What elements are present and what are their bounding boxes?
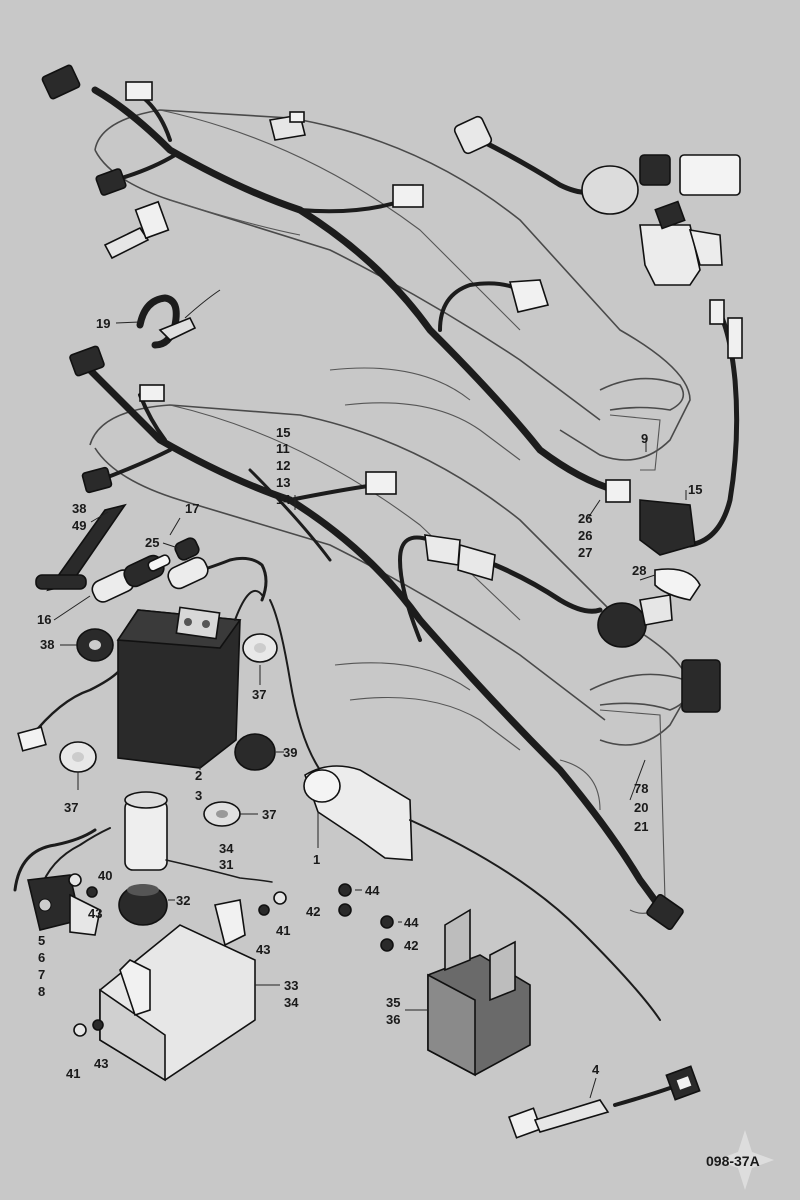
callout-4: 4 bbox=[592, 1062, 600, 1077]
callout-20: 20 bbox=[634, 800, 648, 815]
callout-6: 6 bbox=[38, 950, 45, 965]
callout-25: 25 bbox=[145, 535, 159, 550]
upper-harness-connector-e bbox=[508, 279, 550, 313]
callout-44-b: 44 bbox=[404, 915, 419, 930]
ignition-coil-1 bbox=[269, 599, 661, 1021]
rubber-strap-38-49 bbox=[35, 503, 127, 592]
callout-31: 31 bbox=[219, 857, 233, 872]
battery-2 bbox=[116, 606, 242, 769]
battery-leads bbox=[17, 589, 263, 752]
callout-11: 11 bbox=[276, 441, 290, 456]
lower-harness-connector-d bbox=[365, 471, 397, 495]
callout-37-right: 37 bbox=[262, 807, 276, 822]
callout-41-a: 41 bbox=[276, 923, 290, 938]
callout-labels: 19 9 15 15 11 12 13 14 26 26 27 38 49 17… bbox=[37, 316, 702, 1081]
wire-4 bbox=[507, 1065, 701, 1139]
upper-harness-connector-d bbox=[392, 184, 424, 208]
lower-wiring-harness bbox=[69, 345, 684, 931]
regulator-5-8 bbox=[13, 827, 111, 936]
callout-15-list: 15 bbox=[276, 425, 290, 440]
callout-15: 15 bbox=[688, 482, 702, 497]
callout-34-lower: 34 bbox=[284, 995, 299, 1010]
lower-harness-connector-c bbox=[81, 466, 113, 494]
lower-harness-connector-e bbox=[646, 893, 684, 931]
callout-26-a: 26 bbox=[578, 511, 592, 526]
upper-harness-connector-c bbox=[95, 168, 127, 196]
callout-5: 5 bbox=[38, 933, 45, 948]
ignition-switch-upper bbox=[453, 115, 741, 286]
callout-38-strap: 38 bbox=[72, 501, 86, 516]
lower-harness-connector-f bbox=[424, 534, 461, 566]
callout-13: 13 bbox=[276, 475, 290, 490]
upper-frame-outline bbox=[94, 109, 691, 471]
callout-21: 21 bbox=[634, 819, 648, 834]
grommets bbox=[59, 628, 278, 827]
callout-40: 40 bbox=[98, 868, 112, 883]
callout-17: 17 bbox=[185, 501, 199, 516]
upper-harness-connector-f bbox=[605, 479, 631, 503]
wire-15-assembly bbox=[639, 299, 743, 556]
callout-26-b: 26 bbox=[578, 528, 592, 543]
callout-7: 7 bbox=[38, 967, 45, 982]
callout-42-b: 42 bbox=[404, 938, 418, 953]
callout-1: 1 bbox=[313, 852, 320, 867]
callout-49: 49 bbox=[72, 518, 86, 533]
callout-33: 33 bbox=[284, 978, 298, 993]
ignition-switch-lower bbox=[457, 543, 721, 713]
callout-38-grommet: 38 bbox=[40, 637, 54, 652]
upper-wiring-harness bbox=[41, 64, 631, 503]
callout-27: 27 bbox=[578, 545, 592, 560]
callout-2: 2 bbox=[195, 768, 202, 783]
upper-harness-connector-a bbox=[41, 64, 81, 100]
callout-28: 28 bbox=[632, 563, 646, 578]
callout-3: 3 bbox=[195, 788, 202, 803]
leader-lines bbox=[53, 321, 687, 1099]
callout-12: 12 bbox=[276, 458, 290, 473]
callout-42-a: 42 bbox=[306, 904, 320, 919]
callout-43-b: 43 bbox=[256, 942, 270, 957]
callout-39: 39 bbox=[283, 745, 297, 760]
callout-14: 14 bbox=[276, 492, 291, 507]
callout-32: 32 bbox=[176, 893, 190, 908]
callout-43-a: 43 bbox=[88, 906, 102, 921]
callout-78: 78 bbox=[634, 781, 648, 796]
callout-37-top: 37 bbox=[252, 687, 266, 702]
upper-harness-connector-b bbox=[125, 81, 153, 101]
callout-41-b: 41 bbox=[66, 1066, 80, 1081]
lower-harness-connector-b bbox=[139, 384, 165, 402]
fuse-box-35-36 bbox=[427, 908, 531, 1077]
callout-19: 19 bbox=[96, 316, 110, 331]
callout-36: 36 bbox=[386, 1012, 400, 1027]
condenser-parts bbox=[118, 791, 273, 926]
reference-number: 098-37A bbox=[706, 1153, 760, 1169]
callout-43-c: 43 bbox=[94, 1056, 108, 1071]
lower-harness-connector-a bbox=[69, 345, 105, 377]
callout-8: 8 bbox=[38, 984, 45, 999]
small-hardware bbox=[68, 873, 394, 1037]
strap-clip-19 bbox=[136, 289, 221, 349]
callout-37-left: 37 bbox=[64, 800, 78, 815]
callout-35: 35 bbox=[386, 995, 400, 1010]
callout-16: 16 bbox=[37, 612, 51, 627]
callout-44-a: 44 bbox=[365, 883, 380, 898]
watermark-star-icon bbox=[716, 1130, 774, 1190]
fuse-parts bbox=[91, 537, 268, 603]
callout-34-upper: 34 bbox=[219, 841, 234, 856]
callout-9: 9 bbox=[641, 431, 648, 446]
bracket-33-34 bbox=[99, 899, 256, 1082]
